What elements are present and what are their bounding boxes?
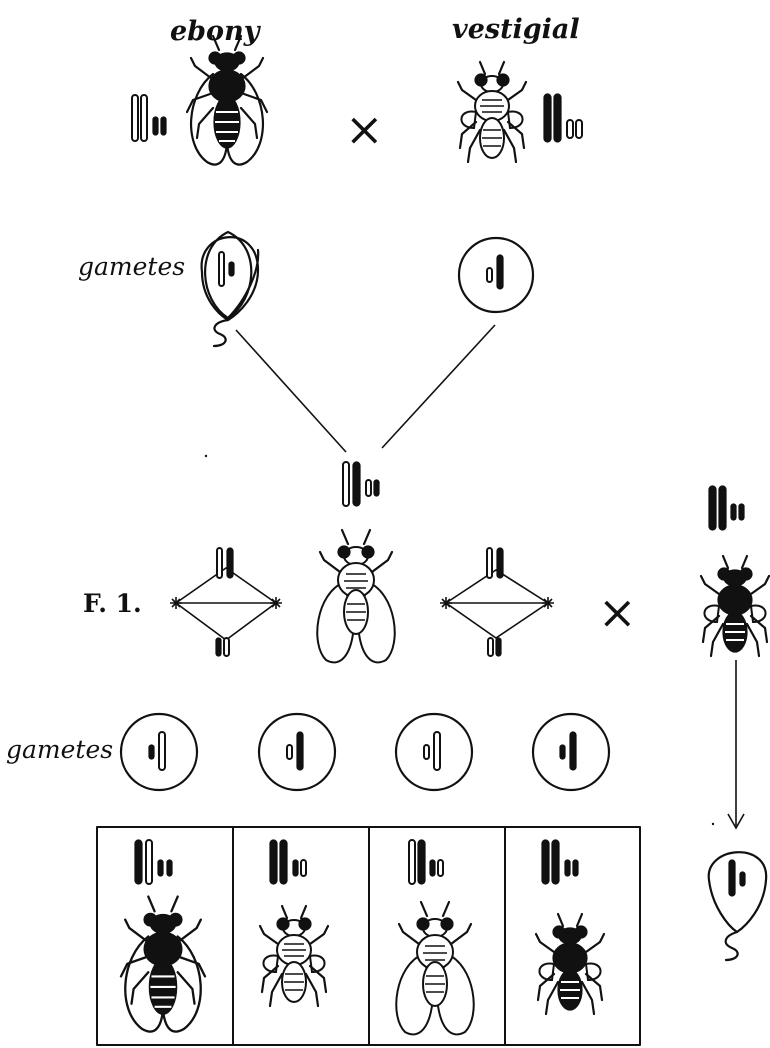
cross-symbol-top: ×: [345, 102, 384, 156]
tester-chromosomes: [708, 485, 745, 531]
tester-fly-icon: [699, 554, 770, 658]
vestigial-parent-chromosomes: [543, 93, 583, 143]
ebony-fly-icon: [185, 34, 269, 166]
tester-egg-gamete-icon: [707, 851, 768, 962]
sperm-gamete-vestigial-icon: [457, 236, 535, 314]
union-line-right: [381, 324, 496, 449]
cross-symbol-f1: ×: [598, 585, 637, 639]
gamete-1-icon: [119, 712, 199, 792]
offspring-4-fly-icon: [534, 912, 606, 1016]
gamete-2-icon: [257, 712, 337, 792]
f1-genotype-chromosomes: [342, 461, 380, 507]
label-vestigial: vestigial: [452, 14, 580, 45]
meiosis-spindle-left: [170, 547, 282, 657]
meiosis-spindle-right: [440, 547, 554, 657]
offspring-1-fly-icon: [119, 895, 207, 1033]
label-gametes-top: gametes: [78, 252, 185, 281]
ebony-parent-chromosomes: [131, 94, 167, 142]
f1-fly-icon: [316, 528, 396, 664]
union-line-left: [235, 329, 347, 453]
offspring-table: [96, 826, 641, 1046]
offspring-3-chromosomes: [408, 839, 444, 885]
gamete-3-icon: [394, 712, 474, 792]
offspring-2-fly-icon: [258, 904, 330, 1008]
gamete-4-icon: [531, 712, 611, 792]
egg-gamete-ebony-icon: [200, 230, 260, 348]
offspring-4-chromosomes: [541, 839, 579, 885]
vestigial-fly-icon: [456, 60, 528, 164]
label-gametes-bottom: gametes: [6, 735, 113, 764]
label-f1: F. 1.: [83, 589, 142, 618]
down-arrow-icon: [711, 660, 745, 830]
offspring-3-fly-icon: [395, 900, 475, 1036]
offspring-1-chromosomes: [134, 839, 173, 885]
offspring-2-chromosomes: [269, 839, 307, 885]
